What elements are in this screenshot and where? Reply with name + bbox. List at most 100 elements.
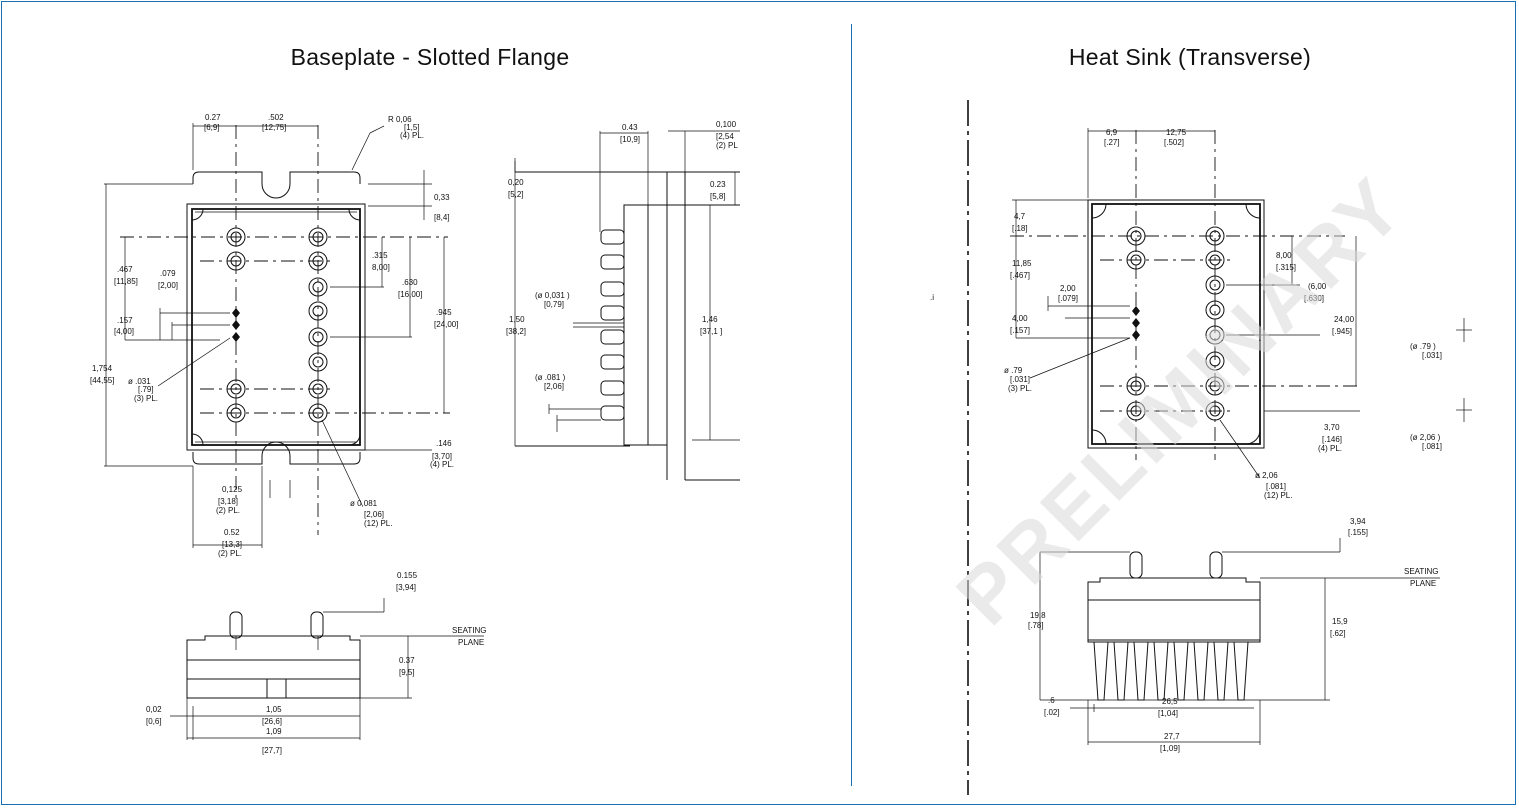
side-dim-0031: (ø 0,031 ) [535,291,570,300]
bottom-dim-105: 1,05 [266,705,282,714]
dim-033-mm: [8,4] [434,213,450,222]
dim-315-mm: 8,00] [372,263,390,272]
hs-dim-2400: 24,00 [1334,315,1355,324]
heatsink-top-view [967,100,1472,795]
hs-dim-370-pl: (4) PL. [1318,444,1342,453]
hs-dim-79-in: [.031] [1010,375,1030,384]
side-dim-0100-pl: (2) PL [716,141,738,150]
side-dim-150: 1,50 [509,315,525,324]
dim-0125-pl: (2) PL. [216,506,240,515]
hs-dim-277-in: [1,09] [1160,744,1180,753]
bottom-dim-002-mm: [0,6] [146,717,162,726]
hs-dim-400: 4,00 [1012,314,1028,323]
dim-0081: ø 0,081 [350,499,378,508]
dim-502: .502 [268,113,284,122]
dim-027: 0.27 [205,113,221,122]
bottom-dim-037: 0.37 [399,656,415,665]
dim-033: 0,33 [434,193,450,202]
dim-467: .467 [117,265,133,274]
hs-dim-6-in: [.02] [1044,708,1060,717]
hs-edge-79: (ø .79 ) [1410,342,1436,351]
baseplate-top-view [104,123,450,548]
baseplate-title: Baseplate - Slotted Flange [290,44,570,70]
hs-dim-800: 8,00 [1276,251,1292,260]
dim-315: .315 [372,251,388,260]
dim-157-mm: [4,00] [114,327,134,336]
dim-0081-mm: [2,06] [364,510,384,519]
hs-dim-1275-in: [.502] [1164,138,1184,147]
dim-146-mm: [3,70] [432,452,452,461]
hs-dim-1600-in: [.630] [1304,294,1324,303]
hs-dim-370: 3,70 [1324,423,1340,432]
side-dim-0100: 0,100 [716,120,737,129]
hs-tick: .i [930,293,934,302]
dim-945-mm: [24,00] [434,320,458,329]
dim-0081-pl: (12) PL. [364,519,392,528]
hs-dim-69: 6,9 [1106,128,1118,137]
side-dim-150-mm: [38,2] [506,327,526,336]
dim-146: .146 [436,439,452,448]
bottom-dim-0155-mm: [3,94] [396,583,416,592]
hs-dim-206-in: [.081] [1266,482,1286,491]
hs-seating-label: SEATING [1404,567,1439,576]
dim-146-pl: (4) PL. [430,460,454,469]
hs-dim-394: 3,94 [1350,517,1366,526]
heatsink-title: Heat Sink (Transverse) [1068,44,1312,70]
dim-r006-pl: (4) PL. [400,131,424,140]
dim-031-mm: [.79] [138,385,154,394]
dim-079: .079 [160,269,176,278]
hs-dim-6: .6 [1048,696,1055,705]
side-dim-020-mm: [5,2] [508,190,524,199]
hs-dim-1275: 12,75 [1166,128,1187,137]
side-dim-0100-mm: [2,54 [716,132,734,141]
hs-edge-206: (ø 2,06 ) [1410,433,1441,442]
baseplate-pins [226,227,328,423]
dim-079-mm: [2,00] [158,281,178,290]
bottom-dim-037-mm: [9,5] [399,668,415,677]
dim-0125: 0,125 [222,485,243,494]
side-dim-043: 0.43 [622,123,638,132]
hs-dim-47-in: [.18] [1012,224,1028,233]
hs-dim-800-in: [.315] [1276,263,1296,272]
dim-1754-mm: [44,55] [90,376,114,385]
bottom-dim-002: 0,02 [146,705,162,714]
hs-dim-79-pl: (3) PL. [1008,384,1032,393]
side-dim-023-mm: [5,8] [710,192,726,201]
hs-dim-200: 2,00 [1060,284,1076,293]
bottom-dim-0155: 0.155 [397,571,418,580]
hs-dim-1185-in: [.467] [1010,271,1030,280]
dim-027-mm: [6,9] [204,123,220,132]
dim-945: .945 [436,308,452,317]
hs-edge-79-in: [.031] [1422,351,1442,360]
side-dim-081: (ø .081 ) [535,373,566,382]
side-pins [548,229,625,432]
hs-dim-265-in: [1,04] [1158,709,1178,718]
hs-dim-1185: 11,85 [1012,259,1032,268]
hs-dim-198: 19,8 [1030,611,1046,620]
side-dim-023: 0.23 [710,180,726,189]
dim-502-mm: [12,75] [262,123,286,132]
heatsink-side-view [1039,538,1440,745]
hs-dim-79: ø .79 [1004,366,1023,375]
side-dim-0031-mm: [0,79] [544,300,564,309]
dim-052-mm: [13,3] [222,540,242,549]
side-dim-146: 1,46 [702,315,718,324]
hs-dim-159: 15,9 [1332,617,1348,626]
heatsink-pins [1126,226,1225,421]
side-dim-043-mm: [10,9] [620,135,640,144]
bottom-dim-105-mm: [26,6] [262,717,282,726]
hs-dim-206-pl: (12) PL. [1264,491,1292,500]
hs-dim-47: 4,7 [1014,212,1026,221]
dim-031: ø .031 [128,377,151,386]
hs-dim-198-in: [.78] [1028,621,1044,630]
dim-630: .630 [402,278,418,287]
baseplate-bottom-view [170,598,484,740]
baseplate-side-view [514,130,740,481]
hs-dim-370-in: [.146] [1322,435,1342,444]
hs-dim-69-in: [.27] [1104,138,1120,147]
hs-edge-206-in: [.081] [1422,442,1442,451]
panel-divider [851,24,852,786]
dim-r006-mm: [1,5] [404,123,420,132]
